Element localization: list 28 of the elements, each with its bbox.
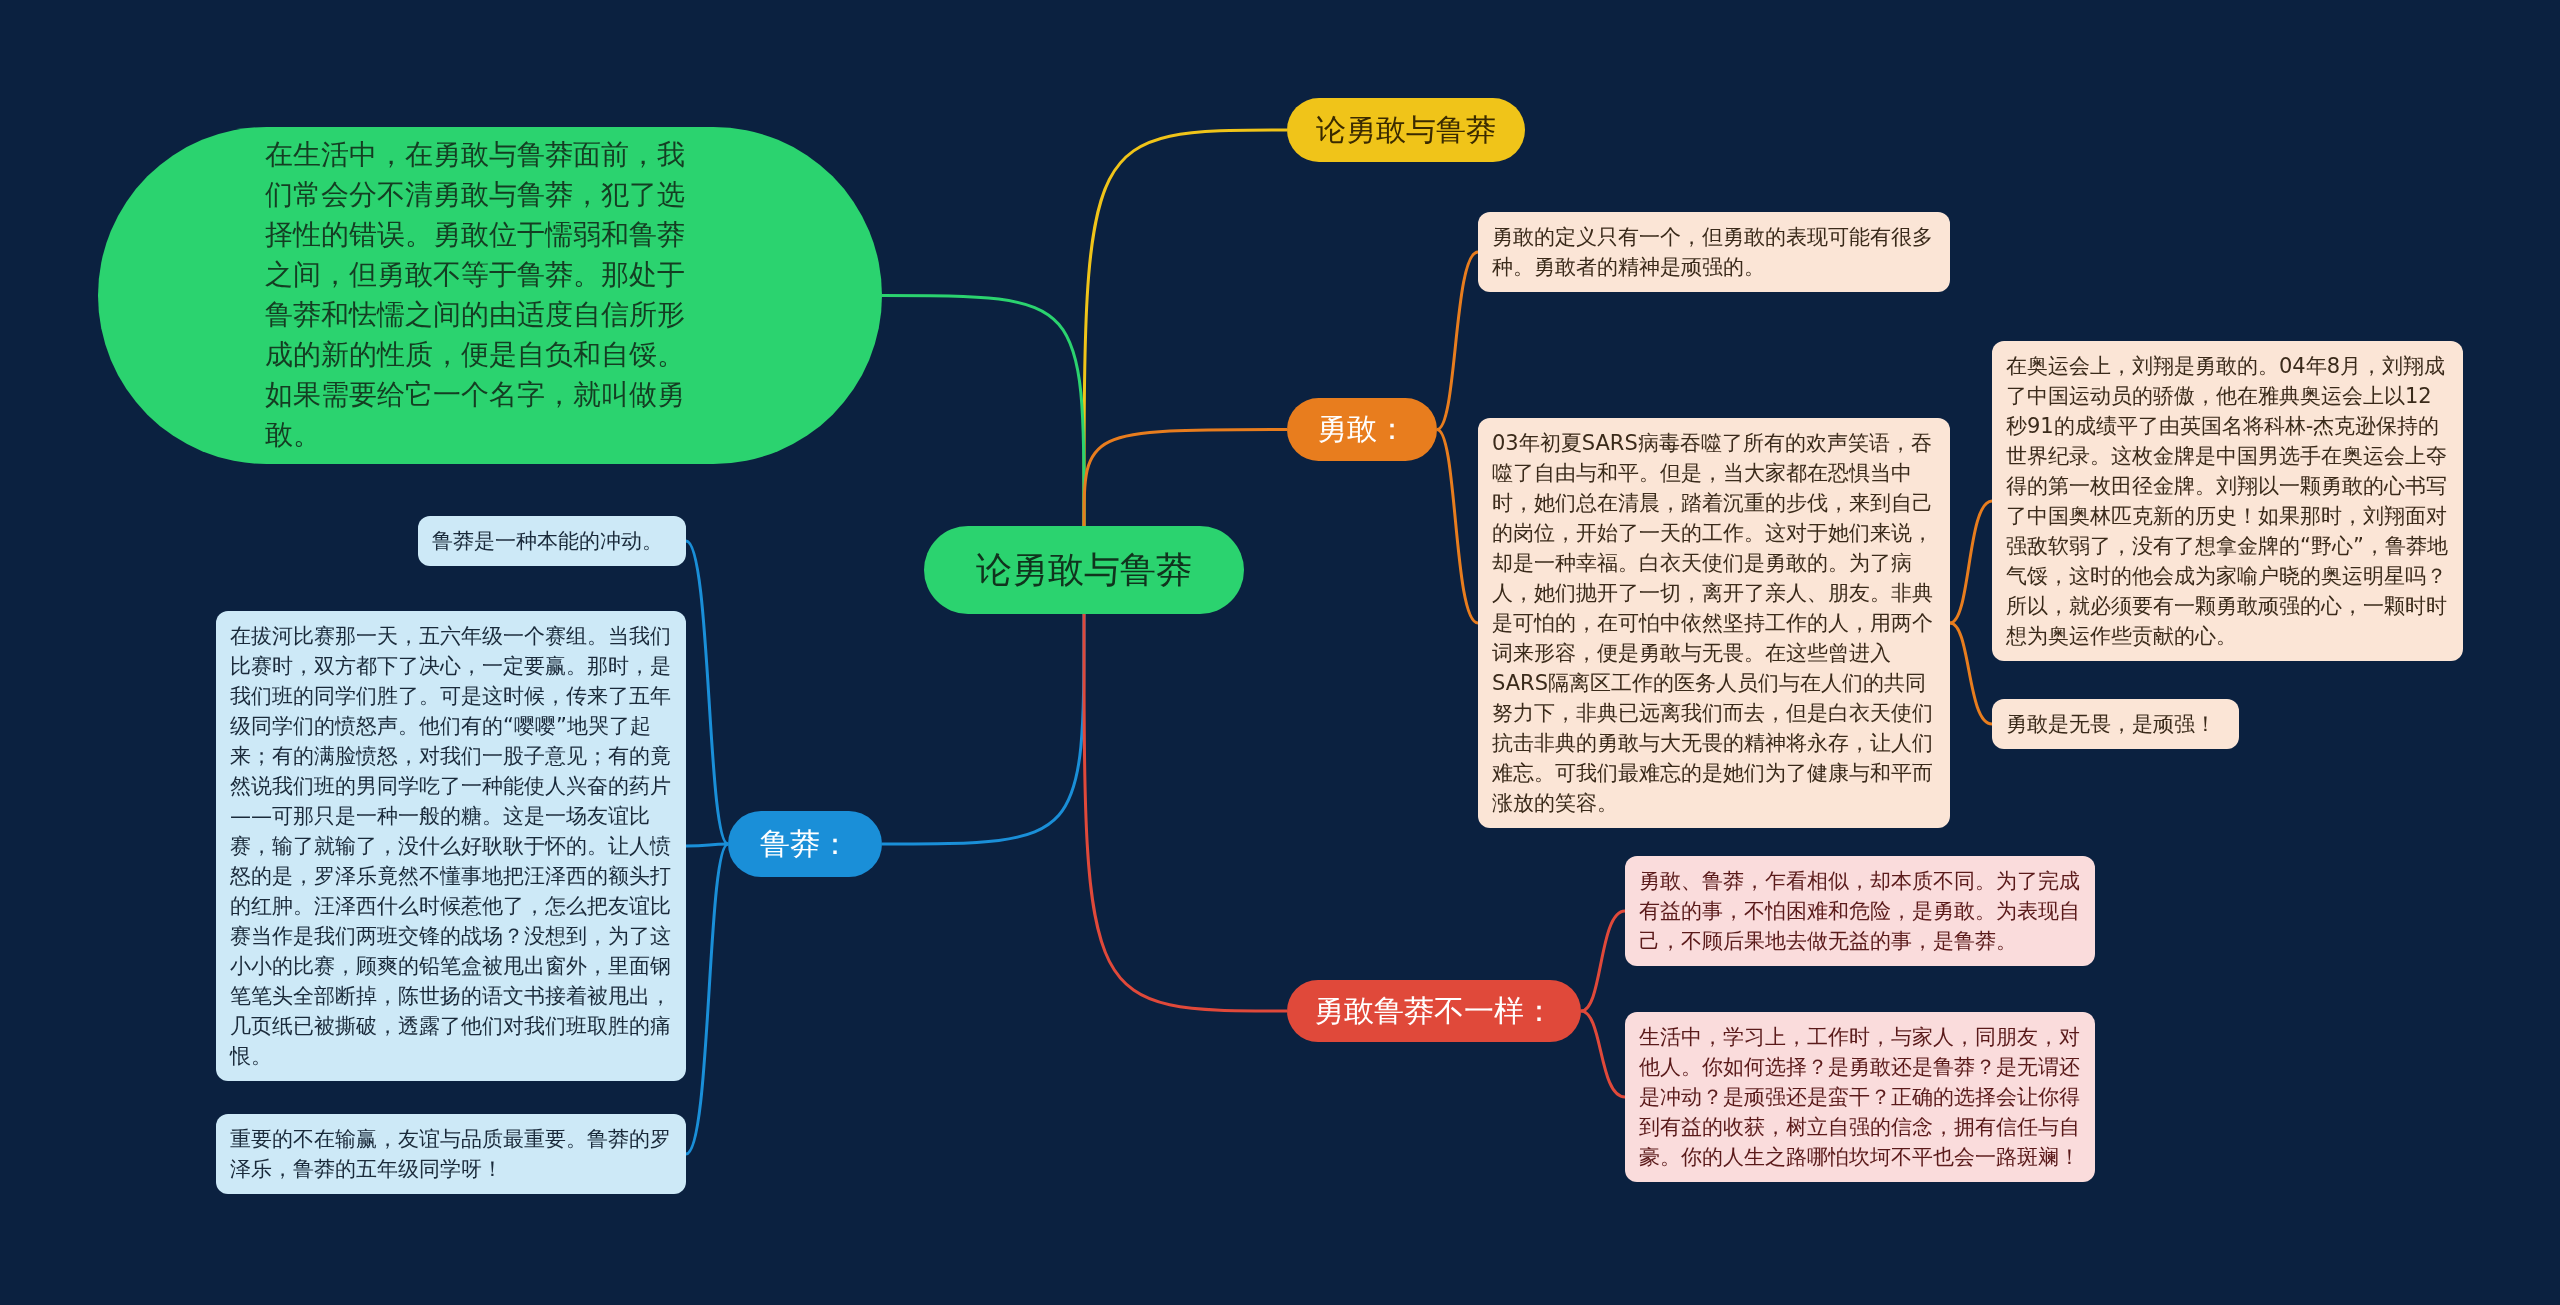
connector-line [1949,621,1993,726]
text-card: 勇敢的定义只有一个，但勇敢的表现可能有很多种。勇敢者的精神是顽强的。 [1478,212,1950,292]
connector-line [882,614,1086,846]
connector-line [686,842,728,848]
connector-line [1436,428,1479,625]
connector-line [1580,1009,1626,1099]
connector-line [684,843,730,1156]
connector-line [1082,614,1287,1013]
text-bubble: 在生活中，在勇敢与鲁莽面前，我们常会分不清勇敢与鲁莽，犯了选择性的错误。勇敢位于懦弱和鲁莽之间，但勇敢不等于鲁莽。那处于鲁莽和怯懦之间的由适度自信所形成的新的性质，便是自负和自馁。如果需要给它一个名字，就叫做勇敢。 [98,127,882,464]
text-card: 鲁莽是一种本能的冲动。 [418,516,686,566]
central-topic: 论勇敢与鲁莽 [924,526,1244,614]
topic-pill: 勇敢： [1287,398,1437,461]
text-card: 在拔河比赛那一天，五六年级一个赛组。当我们比赛时，双方都下了决心，一定要赢。那时，是我们班的同学们胜了。可是这时候，传来了五年级同学们的愤怒声。他们有的“嘤嘤”地哭了起来；有的满脸愤怒，对我们一股子意见；有的竟然说我们班的男同学吃了一种能使人兴奋的药片——可那只是一种一般的糖。这是一场友谊比赛，输了就输了，没什么好耿耿于怀的。让人愤怒的是，罗泽乐竟然不懂事地把汪泽西的额头打的红肿。汪泽西什么时候惹他了，怎么把友谊比赛当作是我们两班交锋的战场？没想到，为了这小小的比赛，顾爽的铅笔盒被甩出窗外，里面钢笔笔头全部断掉，陈世扬的语文书接着被甩出，几页纸已被撕破，透露了他们对我们班取胜的痛恨。 [216,611,686,1081]
topic-pill: 鲁莽： [728,811,882,877]
text-card: 勇敢是无畏，是顽强！ [1992,699,2239,749]
connector-line [1082,428,1287,526]
text-card: 在奥运会上，刘翔是勇敢的。04年8月，刘翔成了中国运动员的骄傲，他在雅典奥运会上以12秒91的成绩平了由英国名将科林-杰克逊保持的世界纪录。这枚金牌是中国男选手在奥运会上夺得的第一枚田径金牌。刘翔以一颗勇敢的心书写了中国奥林匹克新的历史！如果那时，刘翔面对强敌软弱了，没有了想拿金牌的“野心”，鲁莽地气馁，这时的他会成为家喻户晓的奥运明星吗？所以，就必须要有一颗勇敢顽强的心，一颗时时想为奥运作些贡献的心。 [1992,341,2463,661]
text-card: 重要的不在输赢，友谊与品质最重要。鲁莽的罗泽乐，鲁莽的五年级同学呀！ [216,1114,686,1194]
text-card: 生活中，学习上，工作时，与家人，同朋友，对他人。你如何选择？是勇敢还是鲁莽？是无谓还是冲动？是顽强还是蛮干？正确的选择会让你得到有益的收获，树立自强的信念，拥有信任与自豪。你的人生之路哪怕坎坷不平也会一路斑斓！ [1625,1012,2095,1182]
connector-line [1580,909,1626,1013]
topic-pill: 论勇敢与鲁莽 [1287,98,1525,162]
connector-line [684,539,730,845]
connector-line [1436,250,1479,431]
text-card: 勇敢、鲁莽，乍看相似，却本质不同。为了完成有益的事，不怕困难和危险，是勇敢。为表现自己，不顾后果地去做无益的事，是鲁莽。 [1625,856,2095,966]
text-card: 03年初夏SARS病毒吞噬了所有的欢声笑语，吞噬了自由与和平。但是，当大家都在恐惧当中时，她们总在清晨，踏着沉重的步伐，来到自己的岗位，开始了一天的工作。这对于她们来说，却是一种幸福。白衣天使们是勇敢的。为了病人，她们抛开了一切，离开了亲人、朋友。非典是可怕的，在可怕中依然坚持工作的人，用两个词来形容，便是勇敢与无畏。在这些曾进入SARS隔离区工作的医务人员们与在人们的共同努力下，非典已远离我们而去，但是白衣天使们抗击非典的勇敢与大无畏的精神将永存，让人们难忘。可我们最难忘的是她们为了健康与和平而涨放的笑容。 [1478,418,1950,828]
topic-pill: 勇敢鲁莽不一样： [1287,980,1581,1042]
connector-line [1082,128,1287,526]
connector-line [1949,499,1993,625]
